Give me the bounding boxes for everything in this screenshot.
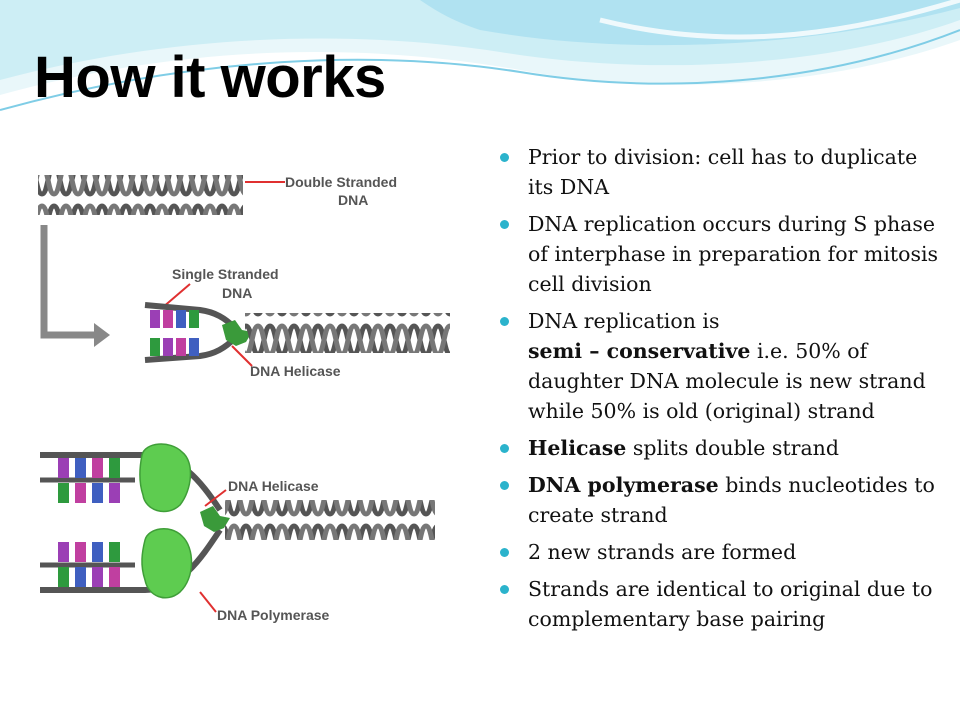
bullet-item: Prior to division: cell has to duplicate… xyxy=(498,142,943,202)
double-helix-middle xyxy=(245,313,450,353)
bullet-dot-icon xyxy=(500,481,509,490)
bullet-dot-icon xyxy=(500,548,509,557)
helicase-bottom-shape xyxy=(200,506,230,532)
helicase-top-shape xyxy=(222,320,252,346)
label-single-stranded: Single Stranded xyxy=(172,266,279,282)
bullet-item: DNA replication occurs during S phase of… xyxy=(498,209,943,299)
arrow-icon xyxy=(40,225,98,339)
label-helicase-bottom: DNA Helicase xyxy=(228,478,319,494)
bullet-dot-icon xyxy=(500,153,509,162)
dna-replication-diagram: Double Stranded DNA Single Stranded DNA … xyxy=(38,174,450,623)
slide-title: How it works xyxy=(34,45,386,110)
bullet-list: Prior to division: cell has to duplicate… xyxy=(498,142,943,641)
label-double-stranded-2: DNA xyxy=(338,192,368,208)
label-helicase-top: DNA Helicase xyxy=(250,363,341,379)
bullet-dot-icon xyxy=(500,220,509,229)
double-helix-bottom xyxy=(225,500,435,540)
label-single-stranded-2: DNA xyxy=(222,285,252,301)
polymerase-top-shape xyxy=(139,443,192,513)
base-pairs-bottom xyxy=(58,458,120,587)
bullet-item: DNA polymerase binds nucleotides to crea… xyxy=(498,470,943,530)
bullet-dot-icon xyxy=(500,585,509,594)
base-pairs-top xyxy=(150,310,199,356)
label-double-stranded: Double Stranded xyxy=(285,174,397,190)
bullet-dot-icon xyxy=(500,317,509,326)
bullet-item: Strands are identical to original due to… xyxy=(498,574,943,634)
polymerase-bottom-shape xyxy=(141,528,193,599)
bullet-item: Helicase splits double strand xyxy=(498,433,943,463)
bullet-item: 2 new strands are formed xyxy=(498,537,943,567)
bullet-dot-icon xyxy=(500,444,509,453)
label-polymerase: DNA Polymerase xyxy=(217,607,330,623)
double-helix-top xyxy=(38,175,243,215)
header-swoosh xyxy=(0,0,960,111)
